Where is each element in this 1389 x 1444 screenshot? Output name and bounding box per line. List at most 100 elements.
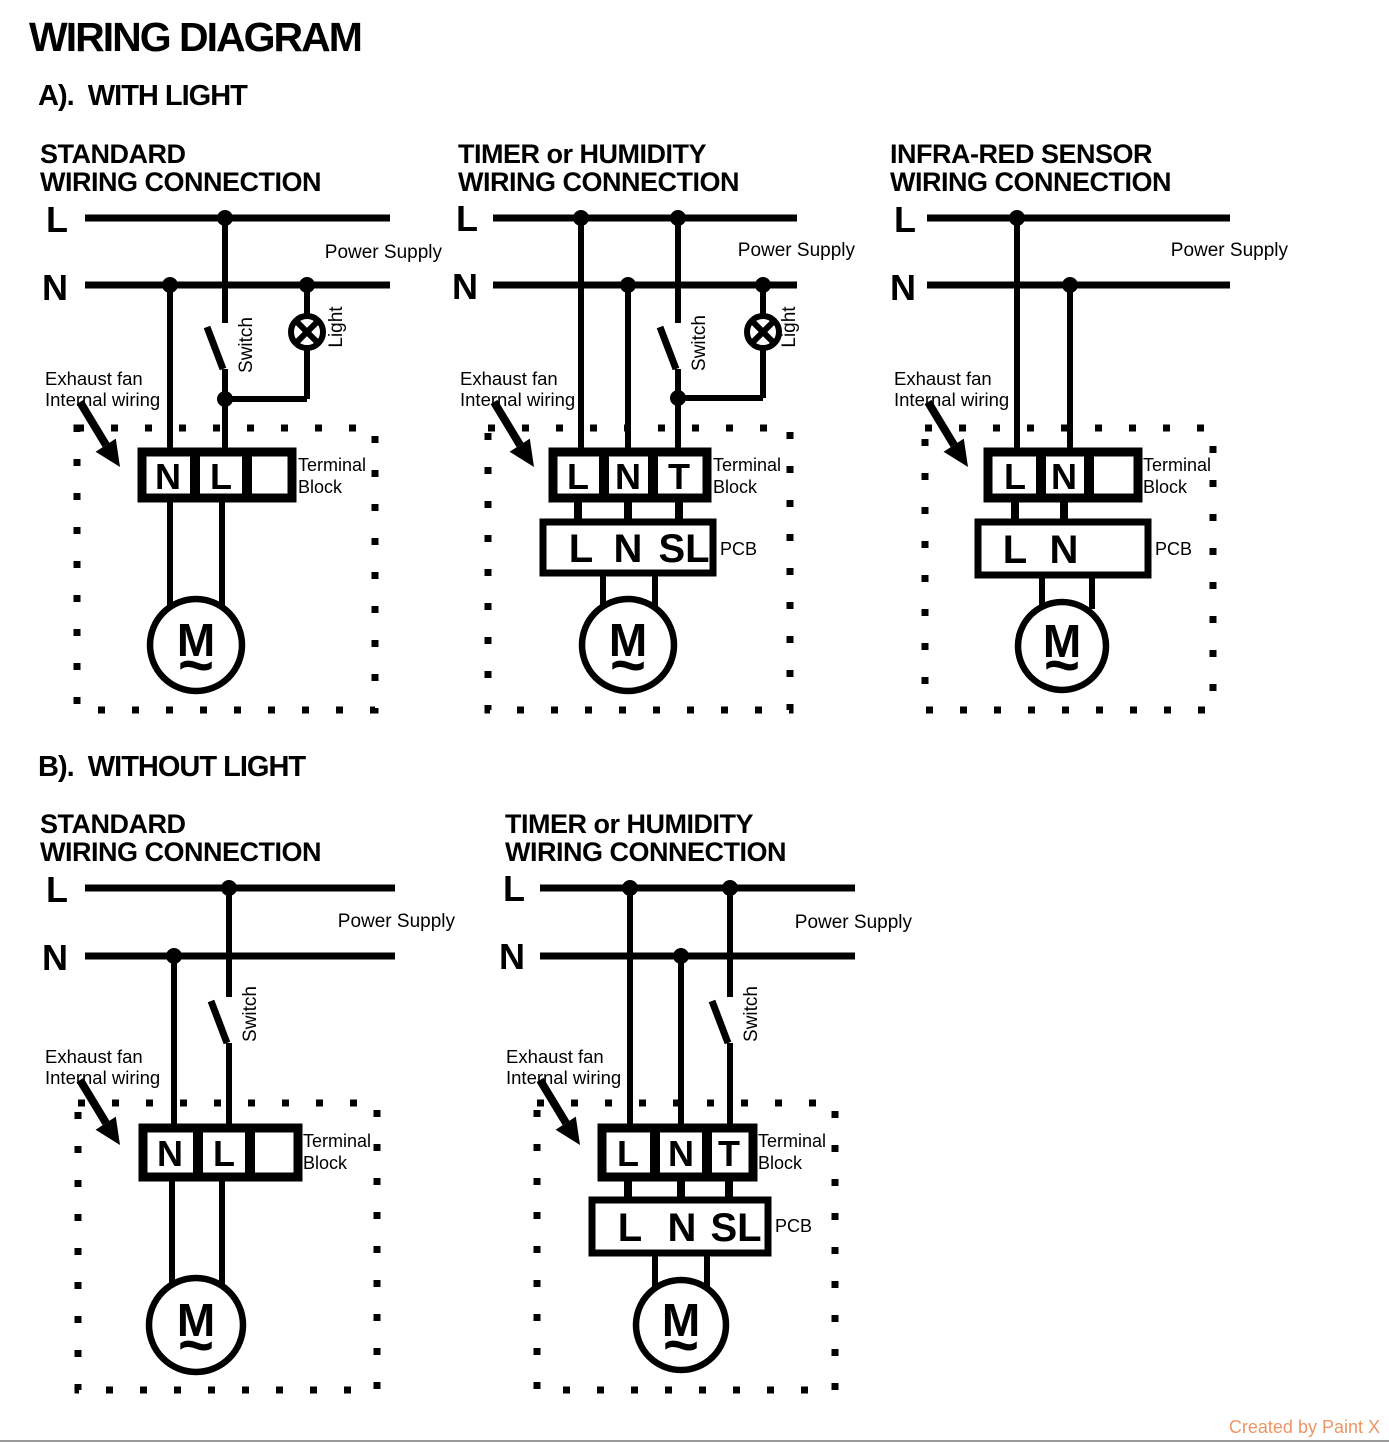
diagram-a-infrared-sensor: L N Power Supply Exhaust fan Internal wi… [890,199,1289,714]
pcb-terminal-label: N [668,1206,697,1250]
exhaust-arrow-icon [536,1077,580,1145]
pcb-label: PCB [775,1216,812,1236]
title-line-1: STANDARD [40,809,186,839]
section-b-heading: B). WITHOUT LIGHT [38,751,306,783]
terminal-block-label-line1: Terminal [1143,455,1211,475]
power-supply-label: Power Supply [338,911,456,932]
terminal-block-label-line1: Terminal [303,1131,371,1151]
terminal-block: L N [983,447,1143,503]
title-line-1: STANDARD [40,139,186,169]
internal-wiring-boundary [74,1099,381,1394]
terminal-cell-label: N [157,1133,183,1174]
pcb-terminal-label: L [569,527,593,571]
exhaust-arrow-icon [490,399,534,467]
motor-symbol: M ~ [145,1274,247,1380]
rail-label-n: N [42,267,68,308]
terminal-block-label-line2: Block [713,477,758,497]
junction-dots [1009,210,1078,293]
exhaust-label-line1: Exhaust fan [45,368,143,389]
pcb-block: L N [974,518,1152,579]
rail-label-n: N [890,267,916,308]
motor-symbol: M ~ [1014,598,1110,700]
rail-label-n: N [499,936,525,977]
rail-label-l: L [46,869,68,910]
power-supply-label: Power Supply [325,242,443,263]
terminal-cell-label: N [668,1133,694,1174]
exhaust-label-line1: Exhaust fan [460,368,558,389]
title-line-2: WIRING CONNECTION [458,167,740,197]
light-label: Light [326,306,347,348]
title-line-1: TIMER or HUMIDITY [505,809,754,839]
section-a-heading: A). WITH LIGHT [38,80,248,112]
title-line-2: WIRING CONNECTION [40,837,322,867]
light-label: Light [779,306,800,348]
terminal-block: N L [138,1123,303,1182]
terminal-block: N L [137,447,297,503]
pcb-terminal-label: L [618,1206,642,1250]
pcb-block: L N SL [588,1196,772,1257]
junction-dots [162,210,315,407]
exhaust-label-line2: Internal wiring [45,389,160,410]
switch-symbol [203,325,227,371]
terminal-cell-label: L [567,456,589,497]
terminal-block-label-line2: Block [758,1153,803,1173]
terminal-cell-label: L [617,1133,639,1174]
pcb-terminal-label: N [614,527,643,571]
motor-label: M [1043,615,1081,667]
pcb-terminal-label: SL [658,527,709,571]
terminal-cell-label: L [210,456,232,497]
terminal-cell-label: N [1051,456,1077,497]
exhaust-label-line2: Internal wiring [45,1067,160,1088]
pcb-terminal-label: N [1050,528,1079,572]
title-line-1: TIMER or HUMIDITY [458,139,707,169]
ac-wave: ~ [663,1311,699,1380]
rail-label-n: N [452,266,478,307]
ac-wave: ~ [178,1311,214,1380]
rail-label-l: L [894,199,916,240]
terminal-block-label-line1: Terminal [298,455,366,475]
exhaust-label-line1: Exhaust fan [506,1046,604,1067]
lamp-icon [744,313,782,351]
power-supply-label: Power Supply [1171,240,1289,261]
exhaust-arrow-icon [924,399,968,467]
switch-symbol [207,999,231,1045]
terminal-block-label-line1: Terminal [758,1131,826,1151]
internal-wiring-boundary [484,424,794,714]
credit-watermark: Created by Paint X [1228,1417,1380,1437]
terminal-cell-label: L [1004,456,1026,497]
terminal-cell-label: T [668,456,690,497]
pcb-block: L N SL [539,518,717,577]
motor-symbol: M ~ [578,595,678,700]
terminal-block-label-line2: Block [1143,477,1188,497]
switch-label: Switch [240,986,261,1042]
ac-wave: ~ [610,631,646,700]
diagram-b-standard: L N Power Supply Switch Exhaust fan Inte… [42,869,456,1394]
junction-dots [622,880,738,964]
motor-label: M [177,1294,215,1346]
pcb-terminal-label: L [1003,528,1027,572]
motor-label: M [609,614,647,666]
rail-label-l: L [503,868,525,909]
title-line-2: WIRING CONNECTION [40,167,322,197]
bottom-rule [0,1440,1389,1442]
junction-dots [573,210,771,406]
rail-label-l: L [46,199,68,240]
lamp-icon [288,313,326,351]
rail-label-l: L [456,198,478,239]
terminal-cell-label: N [615,456,641,497]
terminal-cell-label: N [155,456,181,497]
switch-label: Switch [741,986,762,1042]
terminal-cell-label: L [213,1133,235,1174]
terminal-block-label-line2: Block [298,477,343,497]
motor-label: M [662,1294,700,1346]
terminal-block-label-line1: Terminal [713,455,781,475]
diagram-b-timer-humidity: L N Power Supply Switch Exhaust fan Inte… [499,868,912,1394]
motor-label: M [177,614,215,666]
exhaust-label-line2: Internal wiring [894,389,1009,410]
exhaust-arrow-icon [76,1077,120,1145]
pcb-label: PCB [720,539,757,559]
